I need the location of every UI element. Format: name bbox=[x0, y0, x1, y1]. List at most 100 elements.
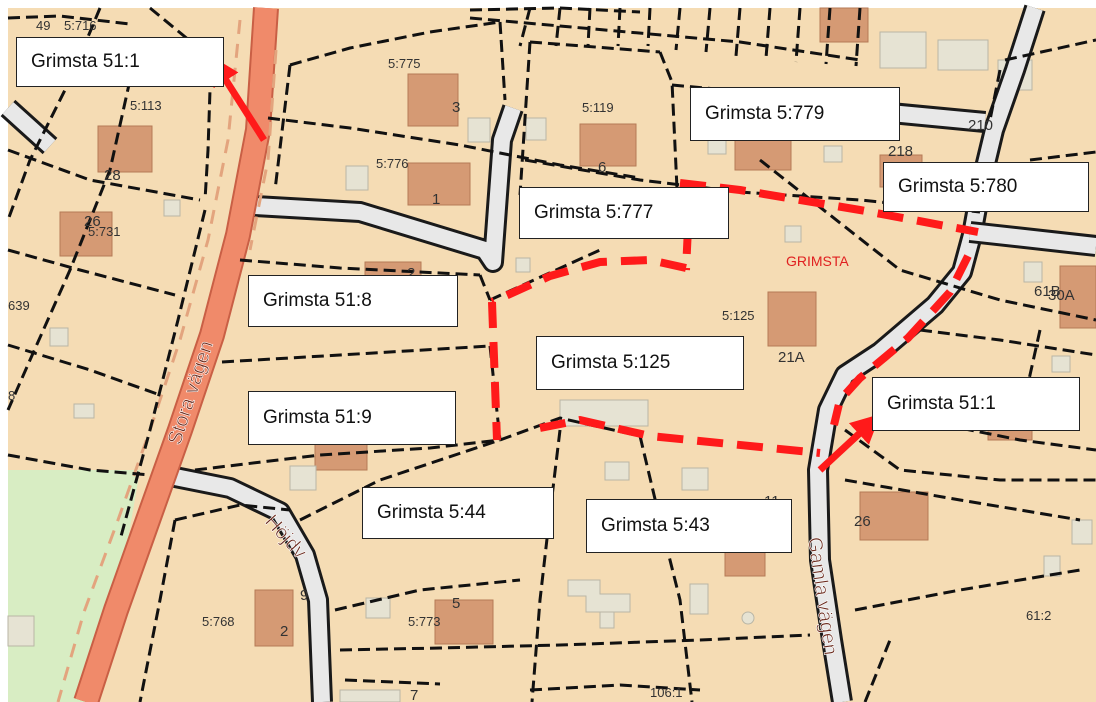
local-road bbox=[168, 468, 330, 702]
house-number: 210 bbox=[968, 117, 993, 134]
boundary-line bbox=[529, 683, 701, 692]
callout-grimsta-5-43: Grimsta 5:43 bbox=[586, 499, 792, 553]
property-boundaries bbox=[6, 6, 1096, 702]
map-frame-left bbox=[0, 0, 8, 702]
major-road bbox=[75, 7, 277, 702]
building bbox=[59, 211, 113, 257]
building bbox=[97, 125, 153, 173]
outbuilding bbox=[163, 199, 181, 217]
outbuilding bbox=[1023, 261, 1043, 283]
boundary-line bbox=[339, 633, 811, 652]
outbuilding bbox=[879, 31, 927, 69]
boundary-line bbox=[469, 16, 861, 62]
arrow-to-grimsta-51-1-e bbox=[817, 414, 881, 473]
callout-grimsta-51-8: Grimsta 51:8 bbox=[248, 275, 458, 327]
callout-grimsta-5-44: Grimsta 5:44 bbox=[362, 487, 554, 539]
callout-grimsta-51-1-e: Grimsta 51:1 bbox=[872, 377, 1080, 431]
boundary-line bbox=[267, 116, 641, 180]
building bbox=[407, 162, 471, 206]
boundary-line bbox=[518, 7, 862, 67]
outbuilding bbox=[73, 403, 95, 419]
boundary-line bbox=[334, 578, 521, 612]
house-number: 30A bbox=[1048, 287, 1075, 304]
study-area-edge bbox=[490, 256, 687, 306]
study-area-edge bbox=[679, 179, 979, 236]
callout-grimsta-5-777: Grimsta 5:777 bbox=[519, 187, 729, 239]
parcel-label: 5:125 bbox=[722, 308, 755, 323]
outbuilding bbox=[339, 689, 401, 702]
boundary-line bbox=[174, 503, 291, 522]
outbuilding bbox=[823, 145, 843, 163]
boundary-line bbox=[919, 328, 1096, 357]
outbuilding bbox=[741, 611, 755, 625]
boundary-line bbox=[844, 428, 1096, 482]
outbuilding bbox=[567, 579, 631, 613]
outbuilding bbox=[345, 165, 369, 191]
study-area-edge bbox=[830, 254, 972, 426]
boundary-line bbox=[221, 344, 491, 364]
callout-grimsta-5-125: Grimsta 5:125 bbox=[536, 336, 744, 390]
boundary-line bbox=[273, 64, 292, 191]
boundary-line bbox=[7, 14, 131, 26]
callout-grimsta-51-1-nw: Grimsta 51:1 bbox=[16, 37, 224, 87]
local-road bbox=[2, 102, 56, 152]
building bbox=[767, 291, 817, 347]
house-number: 9 bbox=[300, 587, 308, 604]
parcel-label: 5:775 bbox=[388, 56, 421, 71]
callout-grimsta-5-779: Grimsta 5:779 bbox=[690, 87, 900, 141]
building bbox=[859, 491, 929, 541]
boundary-line bbox=[863, 639, 892, 702]
boundary-line bbox=[988, 69, 1002, 121]
boundary-line bbox=[844, 478, 1081, 522]
outbuilding bbox=[689, 583, 709, 615]
road-verge-line bbox=[248, 49, 278, 251]
boundary-line bbox=[529, 40, 661, 54]
parcel-labels: 5:716 5:775 5:113 5:119 5:776 5:731 639 … bbox=[8, 18, 1051, 700]
boundary-line bbox=[638, 435, 694, 702]
outbuilding bbox=[599, 611, 615, 629]
outbuilding bbox=[515, 257, 531, 273]
outbuilding bbox=[784, 225, 802, 243]
boundary-line bbox=[299, 438, 501, 522]
outbuilding bbox=[681, 467, 709, 491]
house-number: 26 bbox=[84, 213, 101, 230]
outbuilding bbox=[1071, 519, 1093, 545]
callout-grimsta-51-9: Grimsta 51:9 bbox=[248, 391, 456, 445]
boundary-line bbox=[1004, 38, 1096, 62]
boundary-line bbox=[7, 248, 176, 297]
parcel-label: 5:773 bbox=[408, 614, 441, 629]
boundary-line bbox=[759, 158, 1096, 322]
house-number: 49 bbox=[36, 18, 50, 33]
house-number: 61B bbox=[1034, 283, 1061, 300]
local-road bbox=[969, 224, 1096, 254]
boundary-line bbox=[530, 429, 562, 702]
parcel-label: 5:731 bbox=[88, 224, 121, 239]
boundary-line bbox=[499, 416, 641, 442]
boundary-line bbox=[7, 148, 201, 202]
boundary-line bbox=[138, 519, 177, 702]
boundary-line bbox=[478, 274, 492, 301]
parcel-label: 61:2 bbox=[1026, 608, 1051, 623]
boundary-line bbox=[344, 678, 441, 686]
house-number: 26 bbox=[854, 513, 871, 530]
local-road bbox=[810, 5, 1043, 702]
house-number: 28 bbox=[104, 167, 121, 184]
boundary-line bbox=[7, 453, 151, 477]
study-area-outline bbox=[488, 179, 979, 457]
outbuilding bbox=[7, 615, 35, 647]
road-verge-line bbox=[56, 19, 242, 702]
building bbox=[407, 73, 459, 127]
house-number: 7 bbox=[410, 687, 418, 702]
callout-grimsta-5-780: Grimsta 5:780 bbox=[883, 162, 1089, 212]
parcel-label: 5:716 bbox=[64, 18, 97, 33]
building bbox=[254, 589, 294, 647]
study-area-edge bbox=[539, 416, 821, 457]
outbuilding bbox=[467, 117, 491, 143]
outbuilding bbox=[289, 465, 317, 491]
building bbox=[434, 599, 494, 645]
boundary-line bbox=[1029, 150, 1096, 162]
house-number: 5 bbox=[452, 595, 460, 612]
house-numbers: 49 3 6 28 1 26 2 21A 218 210 30A 61B 26 … bbox=[36, 18, 1075, 702]
boundary-line bbox=[6, 79, 132, 411]
